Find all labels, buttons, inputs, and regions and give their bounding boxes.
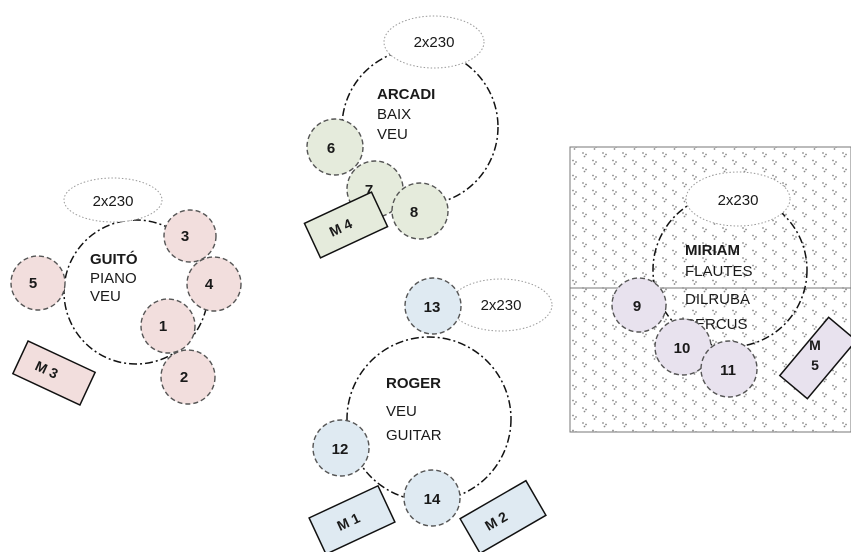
arcadi-speaker-label: 2x230	[414, 34, 455, 51]
arcadi-line-1: BAIX	[377, 106, 411, 123]
svg-text:14: 14	[424, 491, 441, 508]
miriam-seat-11[interactable]: 11	[700, 340, 758, 398]
guito-speaker: 2x230	[63, 177, 163, 223]
miriam-speaker-label: 2x230	[718, 192, 759, 209]
miriam-speaker: 2x230	[685, 171, 791, 227]
svg-text:12: 12	[332, 441, 349, 458]
arcadi-speaker: 2x230	[383, 15, 485, 69]
group-miriam: 2x230 MIRIAM FLAUTES DILRUBA PERCUS 9 10…	[611, 171, 851, 400]
svg-text:4: 4	[205, 276, 214, 293]
svg-text:8: 8	[410, 204, 418, 221]
roger-line-2: GUITAR	[386, 427, 442, 444]
svg-text:11: 11	[720, 362, 736, 379]
group-arcadi: 2x230 ARCADI BAIX VEU 6 7 8 M 4	[303, 15, 499, 259]
roger-name: ROGER	[386, 375, 441, 392]
roger-seat-12[interactable]: 12	[312, 419, 370, 477]
arcadi-seat-8[interactable]: 8	[391, 182, 449, 240]
arcadi-monitor-m4[interactable]: M 4	[303, 191, 389, 259]
miriam-stage-area	[652, 192, 808, 348]
roger-seat-14[interactable]: 14	[403, 469, 461, 527]
guito-seat-2[interactable]: 2	[160, 349, 216, 405]
miriam-line-1: FLAUTES	[685, 263, 753, 280]
guito-seat-4[interactable]: 4	[186, 256, 242, 312]
group-guito: 2x230 GUITÓ PIANO VEU 5 3 4 1 2 M 3	[10, 177, 242, 406]
guito-seat-3[interactable]: 3	[163, 209, 217, 263]
svg-text:9: 9	[633, 298, 641, 315]
guito-line-2: VEU	[90, 288, 121, 305]
svg-text:7: 7	[365, 182, 373, 199]
arcadi-name: ARCADI	[377, 86, 435, 103]
svg-text:5: 5	[29, 275, 37, 292]
svg-text:10: 10	[674, 340, 691, 357]
svg-text:1: 1	[159, 318, 167, 335]
roger-line-1: VEU	[386, 403, 417, 420]
roger-speaker-label: 2x230	[481, 297, 522, 314]
svg-text:5: 5	[811, 357, 819, 373]
svg-text:3: 3	[181, 228, 189, 245]
svg-text:2: 2	[180, 369, 188, 386]
arcadi-line-2: VEU	[377, 126, 408, 143]
guito-seat-1[interactable]: 1	[140, 298, 196, 354]
roger-speaker: 2x230	[449, 278, 553, 332]
miriam-name: MIRIAM	[685, 242, 740, 259]
miriam-line-2: DILRUBA	[685, 291, 750, 308]
guito-speaker-label: 2x230	[93, 193, 134, 210]
arcadi-seat-6[interactable]: 6	[306, 118, 364, 176]
guito-seat-5[interactable]: 5	[10, 255, 66, 311]
miriam-seat-9[interactable]: 9	[611, 277, 667, 333]
svg-text:M: M	[809, 337, 821, 353]
guito-name: GUITÓ	[90, 250, 138, 268]
group-roger: 2x230 ROGER VEU GUITAR 13 12 14 M 1 M 2	[308, 277, 553, 552]
roger-monitor-m1[interactable]: M 1	[308, 484, 396, 552]
guito-monitor-m3[interactable]: M 3	[11, 340, 97, 406]
roger-seat-13[interactable]: 13	[404, 277, 462, 335]
miriam-monitor-m5[interactable]: M 5	[778, 316, 851, 400]
svg-text:6: 6	[327, 140, 335, 157]
guito-line-1: PIANO	[90, 270, 137, 287]
roger-monitor-m2[interactable]: M 2	[459, 479, 547, 552]
svg-text:13: 13	[424, 299, 441, 316]
